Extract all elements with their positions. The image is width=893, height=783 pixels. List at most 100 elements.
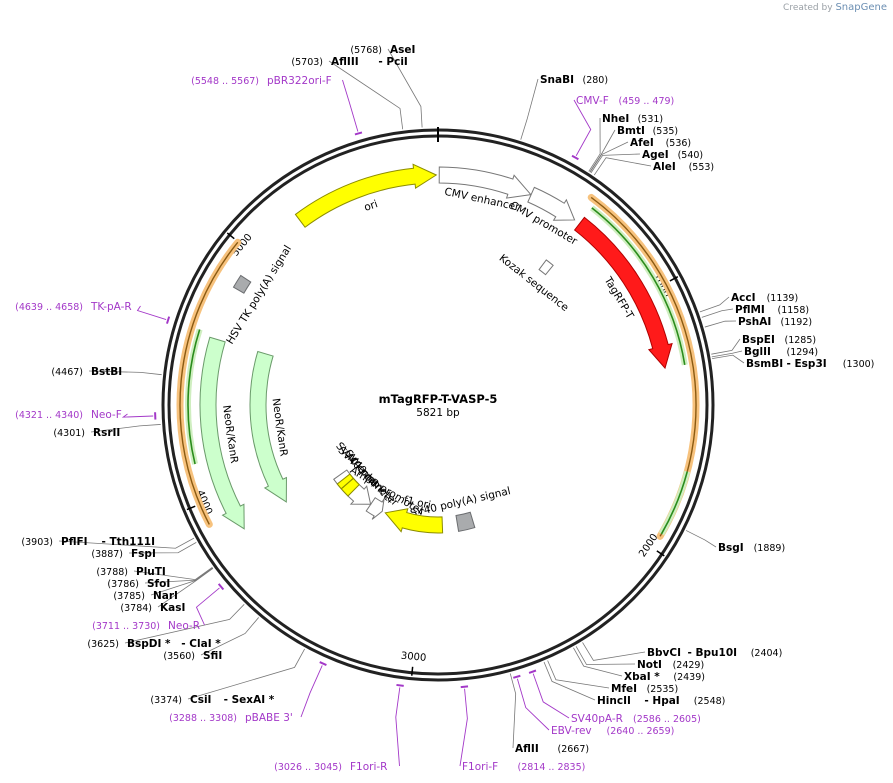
primer-cmv-f[interactable]: CMV-F(459 .. 479): [571, 95, 674, 161]
feature-shape[interactable]: [455, 511, 476, 532]
primer-position: (4321 .. 4340): [15, 410, 83, 421]
feature-shape[interactable]: [384, 508, 444, 534]
feature-shape[interactable]: [438, 166, 532, 199]
enzyme-site-bglii[interactable]: BglII(1294): [711, 346, 818, 358]
enzyme-name: NheI: [602, 113, 629, 125]
feature-f1-ori[interactable]: f1 ori: [384, 494, 444, 534]
enzyme-isoschizomer: - HpaI: [644, 695, 679, 707]
enzyme-site-bsmbi[interactable]: BsmBI- Esp3I(1300): [712, 354, 874, 370]
primer-leader-line: [195, 587, 220, 626]
primer-ebv-rev[interactable]: EBV-rev(2640 .. 2659): [513, 674, 675, 737]
enzyme-name: FspI: [131, 548, 156, 560]
enzyme-site-hincii[interactable]: HincII- HpaI(2548): [543, 661, 725, 707]
feature-label: f1 ori: [403, 494, 432, 511]
enzyme-name: PluTI: [136, 566, 166, 578]
feature-shape[interactable]: [527, 186, 576, 221]
enzyme-site-noti[interactable]: NotI(2429): [575, 646, 704, 671]
primer-name: F1ori-R: [350, 761, 387, 773]
primer-name: pBABE 3': [245, 712, 293, 724]
enzyme-leader-line: [328, 60, 404, 130]
enzyme-position: (4301): [53, 428, 85, 439]
enzyme-leader-line: [520, 78, 539, 140]
feature-ori[interactable]: ori: [294, 163, 438, 228]
enzyme-site-alei[interactable]: AleI(553): [593, 157, 714, 176]
primer-neo-r[interactable]: (3711 .. 3730)Neo-R: [92, 583, 225, 632]
enzyme-position: (5703): [291, 57, 323, 68]
enzyme-site-pflmi[interactable]: PflMI(1158): [701, 304, 809, 318]
feature-shape[interactable]: [538, 259, 554, 276]
enzyme-position: (3625): [87, 639, 119, 650]
feature-shape[interactable]: [336, 473, 355, 490]
enzyme-site-sfii[interactable]: (3560)SfiI: [163, 617, 259, 662]
primer-pbr322ori-f[interactable]: (5548 .. 5567)pBR322ori-F: [191, 75, 363, 136]
enzyme-isoschizomer: - SexAI *: [224, 694, 275, 706]
enzyme-isoschizomer: - ClaI *: [181, 638, 221, 650]
enzyme-site-nhei[interactable]: NheI(531): [588, 113, 663, 172]
feature-shape[interactable]: [232, 274, 252, 294]
enzyme-site-afliii[interactable]: (5703)AflIII- PciI: [291, 56, 408, 130]
enzyme-site-aflii[interactable]: AflII(2667): [509, 673, 589, 755]
enzyme-leader-line: [128, 542, 197, 554]
enzyme-site-asei[interactable]: (5768)AseI: [350, 44, 423, 128]
restriction-sites[interactable]: (5768)AseI(5703)AflIII- PciISnaBI(280)Nh…: [21, 44, 874, 755]
enzyme-site-sfoi[interactable]: (3786)SfoI: [107, 567, 213, 590]
enzyme-leader-line: [547, 660, 610, 689]
enzyme-site-xbai[interactable]: XbaI *(2439): [573, 647, 705, 683]
feature-label: Kozak sequence: [497, 252, 571, 314]
primer-tk-pa-r[interactable]: (4639 .. 4658)TK-pA-R: [15, 301, 171, 324]
feature-shape[interactable]: [199, 336, 245, 530]
enzyme-leader-line: [704, 320, 737, 328]
enzyme-site-bsgi[interactable]: BsgI(1889): [685, 530, 785, 554]
primer-pbabe-3[interactable]: (3288 .. 3308)pBABE 3': [169, 661, 327, 724]
primer-bind-mark: [396, 683, 404, 687]
feature-shape[interactable]: [249, 350, 287, 503]
enzyme-isoschizomer: - Esp3I: [787, 358, 827, 370]
enzyme-position: (535): [653, 126, 679, 137]
primer-f1ori-r[interactable]: (3026 .. 3045)F1ori-R: [274, 683, 404, 773]
enzyme-name: PflFI: [61, 536, 88, 548]
bp-tick: [186, 505, 196, 511]
enzyme-name: AseI: [390, 44, 415, 56]
primer-f1ori-f[interactable]: F1ori-F(2814 .. 2835): [459, 685, 585, 773]
primer-position: (3711 .. 3730): [92, 621, 160, 632]
enzyme-leader-line: [701, 308, 734, 318]
primer-sv40pa-r[interactable]: SV40pA-R(2586 .. 2605): [528, 669, 701, 725]
primer-position: (2640 .. 2659): [607, 726, 675, 737]
feature-label: NeoR/KanR: [270, 397, 290, 457]
feature-kozak-sequence[interactable]: Kozak sequence: [497, 252, 571, 314]
feature-shape[interactable]: [294, 163, 438, 228]
translation-arc: [187, 329, 201, 465]
feature-shape[interactable]: [573, 216, 673, 370]
enzyme-position: (2439): [673, 672, 705, 683]
primer-name: pBR322ori-F: [267, 75, 332, 87]
primer-neo-f[interactable]: (4321 .. 4340)Neo-F: [15, 409, 157, 421]
enzyme-name: BspDI *: [127, 638, 171, 650]
feature-hsv-tk-poly-a-signal[interactable]: HSV TK poly(A) signal: [224, 243, 294, 346]
enzyme-site-pshai[interactable]: PshAI(1192): [704, 316, 812, 328]
feature-neor-kanr[interactable]: NeoR/KanR: [249, 350, 290, 503]
enzyme-site-bspdi[interactable]: (3625) BspDI * - ClaI *: [87, 604, 245, 650]
primers[interactable]: (5548 .. 5567)pBR322ori-F CMV-F(459 .. 47…: [15, 75, 701, 773]
enzyme-site-rsrii[interactable]: (4301)RsrII: [53, 424, 161, 439]
primer-leader-line: [532, 673, 570, 719]
enzyme-site-bstbi[interactable]: (4467)BstBI: [51, 366, 162, 378]
enzyme-position: (3785): [113, 591, 145, 602]
enzyme-site-agei[interactable]: AgeI(540): [590, 149, 703, 174]
enzyme-name: NarI: [153, 590, 178, 602]
primer-bind-mark: [217, 583, 225, 591]
enzyme-site-snabi[interactable]: SnaBI(280): [520, 74, 608, 140]
enzyme-name: SfoI: [147, 578, 170, 590]
enzyme-name: AfeI: [630, 137, 654, 149]
enzyme-name: AflIII: [331, 56, 359, 68]
enzyme-site-csii[interactable]: (3374)CsiI- SexAI *: [150, 648, 305, 706]
enzyme-site-fspi[interactable]: (3887)FspI: [91, 542, 197, 560]
enzyme-site-pluti[interactable]: (3788)PluTI: [96, 566, 213, 581]
enzyme-site-mfei[interactable]: MfeI(2535): [547, 660, 679, 695]
enzyme-site-acci[interactable]: AccI(1139): [699, 292, 798, 313]
enzyme-site-afei[interactable]: AfeI(536): [589, 137, 691, 173]
primer-leader-line: [136, 305, 167, 320]
enzyme-name: BsmBI: [746, 358, 783, 370]
enzyme-site-bbvci[interactable]: BbvCI- Bpu10I(2404): [582, 642, 783, 661]
enzyme-site-bspei[interactable]: BspEI(1285): [711, 334, 816, 355]
enzyme-site-pflfi[interactable]: (3903)PflFI- Tth111I: [21, 536, 195, 549]
